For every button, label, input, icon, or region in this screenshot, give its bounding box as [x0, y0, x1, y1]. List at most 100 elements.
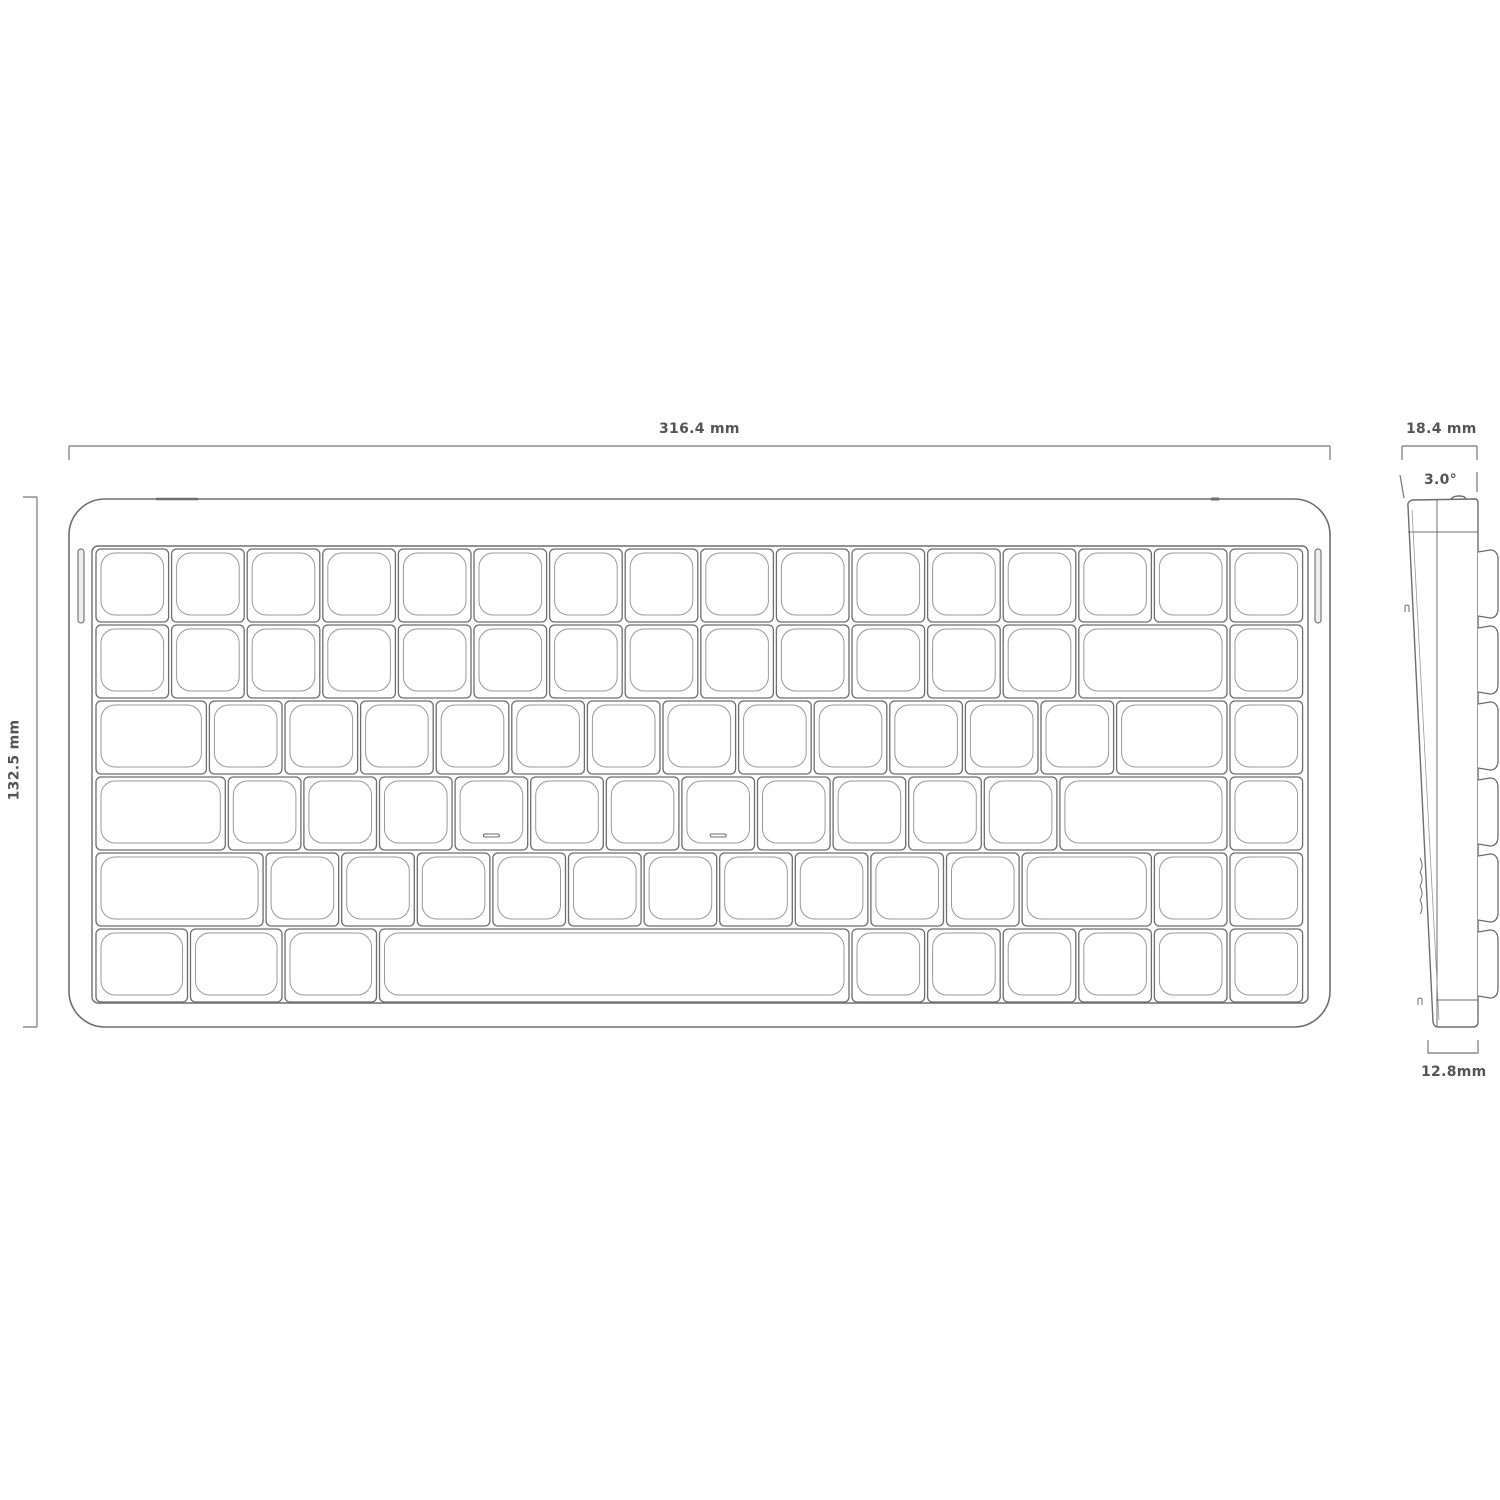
side-keycaps [1477, 549, 1499, 999]
keycap [945, 852, 1020, 927]
keycap-outline [548, 624, 623, 699]
keycap [926, 624, 1001, 699]
keycap-outline [983, 776, 1058, 851]
keycap-outline [851, 548, 926, 623]
keycap-top [289, 704, 354, 768]
keycap [1153, 928, 1228, 1003]
keycap-outline [1078, 928, 1153, 1003]
keys [95, 548, 1304, 1003]
keycap-top [1234, 932, 1299, 996]
side-keycap [1477, 549, 1499, 619]
keycap [189, 928, 283, 1003]
keycap [378, 776, 453, 851]
keycap-top [213, 704, 278, 768]
keycap-outline [889, 700, 964, 775]
keycap-top [705, 628, 769, 692]
keycap-outline [341, 852, 415, 927]
keycap-top [799, 856, 864, 920]
keycap [794, 852, 869, 927]
keycap-outline [95, 548, 170, 623]
keycap-outline [303, 776, 378, 851]
keycap [1078, 928, 1153, 1003]
keycap [700, 624, 775, 699]
angle-label: 3.0° [1424, 472, 1458, 488]
keycap-top [969, 704, 1034, 768]
keycap [170, 548, 245, 623]
keycap-top [988, 780, 1053, 844]
keycap-top [629, 628, 694, 692]
keycap-top [421, 856, 486, 920]
keycap [1229, 928, 1304, 1003]
keycap-outline [95, 776, 226, 851]
keycap-outline [851, 624, 926, 699]
keycap-outline [170, 548, 245, 623]
keycap-top [894, 704, 958, 768]
keycap-top [686, 780, 751, 844]
keycap [548, 548, 623, 623]
keycap-top [270, 856, 335, 920]
keycap-outline [605, 776, 680, 851]
keycap-outline [511, 700, 586, 775]
keycap [851, 624, 926, 699]
keycap [416, 852, 491, 927]
keycap-top [1158, 932, 1223, 996]
keycap-outline [586, 700, 661, 775]
keycap [208, 700, 283, 775]
keycap-outline [926, 928, 1001, 1003]
keycap-top [100, 628, 165, 692]
keycap [359, 700, 434, 775]
keycap-top [837, 780, 902, 844]
keycap-top [289, 932, 372, 996]
keycap-top [327, 628, 391, 692]
keycap [473, 624, 548, 699]
keycap-outline [227, 776, 302, 851]
keycap-outline [1153, 548, 1228, 623]
keycap-outline [1021, 852, 1153, 927]
keycap-outline [794, 852, 869, 927]
side-case [1407, 498, 1479, 1028]
keycap-outline [567, 852, 642, 927]
keycap-top [591, 704, 656, 768]
keycap-outline [378, 776, 453, 851]
keycap-top [1158, 552, 1223, 616]
keycap-top [402, 628, 467, 692]
keycap-outline [473, 548, 548, 623]
keycap-top [818, 704, 883, 768]
keycap-outline [246, 548, 321, 623]
keycap-outline [473, 624, 548, 699]
keycap [397, 624, 472, 699]
keycap-top [1007, 552, 1072, 616]
keycap-top [402, 552, 467, 616]
keycap-top [384, 780, 448, 844]
keycap-outline [322, 624, 397, 699]
keycap-top [1007, 932, 1072, 996]
keycap-outline [1229, 776, 1304, 851]
keycap-top [932, 932, 996, 996]
keycap-outline [322, 548, 397, 623]
keycap-outline [1229, 548, 1304, 623]
keycap-outline [1078, 548, 1153, 623]
keycap-top [762, 780, 826, 844]
width-dimension-line [68, 445, 1331, 460]
keycap-outline [435, 700, 510, 775]
keycap [1229, 700, 1304, 775]
keycap [832, 776, 907, 851]
keycap-outline [1002, 624, 1077, 699]
keycap [435, 700, 510, 775]
keycap-outline [813, 700, 888, 775]
keycap [322, 624, 397, 699]
keycap-outline [926, 624, 1001, 699]
side-keycap [1477, 625, 1499, 695]
keycap-outline [756, 776, 831, 851]
keycap-top [1026, 856, 1147, 920]
keycap-outline [700, 624, 775, 699]
keycap-outline [908, 776, 982, 851]
right-side-light-bar [1314, 548, 1322, 624]
keycap-top [1083, 628, 1223, 692]
keycap-top [743, 704, 807, 768]
keycap [246, 548, 321, 623]
keycap [926, 928, 1001, 1003]
keycap-outline [1078, 624, 1228, 699]
keycap-top [875, 856, 940, 920]
keycap-outline [964, 700, 1039, 775]
